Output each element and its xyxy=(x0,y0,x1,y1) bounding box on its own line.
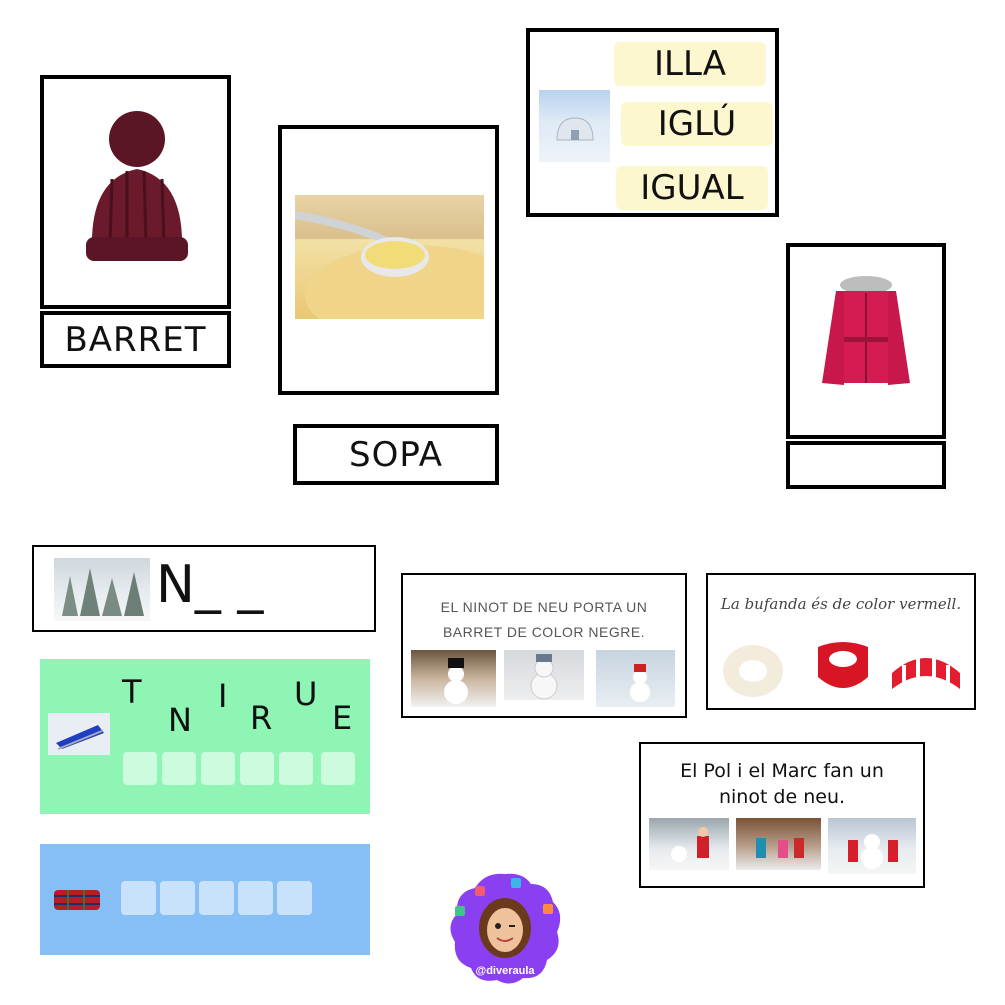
scramble-letter: R xyxy=(250,699,273,737)
red-scarf-image[interactable] xyxy=(808,637,878,701)
hat-picture-card xyxy=(40,75,231,309)
hat-image xyxy=(86,111,188,261)
answer-slot[interactable] xyxy=(277,881,312,915)
word-choice-card: ILLA IGLÚ IGUAL xyxy=(526,28,779,217)
answer-slot[interactable] xyxy=(162,752,196,785)
answer-slot[interactable] xyxy=(240,752,274,785)
igloo-image xyxy=(539,90,610,162)
scarf-sentence: La bufanda és de color vermell. xyxy=(720,595,962,613)
logo-handle: @diveraula xyxy=(475,965,535,977)
jacket-image xyxy=(822,276,910,385)
white-scarf-image[interactable] xyxy=(718,637,788,701)
snowy-forest-image xyxy=(54,558,150,621)
answer-slot[interactable] xyxy=(201,752,235,785)
answer-slot[interactable] xyxy=(121,881,156,915)
jacket-picture-card xyxy=(786,243,946,439)
kids-option-image[interactable] xyxy=(649,818,729,870)
kids-option-image[interactable] xyxy=(828,818,916,874)
blanket-image xyxy=(52,886,102,914)
answer-slot[interactable] xyxy=(160,881,195,915)
diveraula-logo: @diveraula xyxy=(445,870,565,988)
scramble-letter: T xyxy=(122,673,142,711)
avatar-badge-icon xyxy=(450,873,561,984)
answer-slot[interactable] xyxy=(321,752,355,785)
answer-slot[interactable] xyxy=(238,881,273,915)
answer-slot[interactable] xyxy=(123,752,157,785)
scramble-letter: N xyxy=(168,701,192,739)
kids-sentence: El Pol i el Marc fan un ninot de neu. xyxy=(680,760,884,808)
word-option-igual: IGUAL xyxy=(616,166,768,210)
sled-image xyxy=(48,713,110,755)
striped-scarf-image[interactable] xyxy=(888,643,964,699)
soup-word-label: SOPA xyxy=(293,424,499,485)
snowman-option-image[interactable] xyxy=(411,650,496,707)
jacket-word-label xyxy=(786,441,946,489)
soup-image xyxy=(295,195,484,319)
snow-word-blanks: N_ _ xyxy=(156,555,264,615)
scramble-letter: I xyxy=(218,677,228,715)
snowman-sentence: EL NINOT DE NEU PORTA UN BARRET DE COLOR… xyxy=(440,599,648,640)
kids-option-image[interactable] xyxy=(736,818,821,870)
scarf-sentence-card: La bufanda és de color vermell. xyxy=(706,573,976,710)
answer-slot[interactable] xyxy=(199,881,234,915)
snowman-sentence-card: EL NINOT DE NEU PORTA UN BARRET DE COLOR… xyxy=(401,573,687,718)
word-option-iglu: IGLÚ xyxy=(621,102,773,146)
soup-picture-card xyxy=(278,125,499,395)
snowman-option-image[interactable] xyxy=(504,650,584,700)
snow-word-card: N_ _ xyxy=(32,545,376,632)
word-option-illa: ILLA xyxy=(614,42,766,86)
letter-scramble-panel: T N I R U E xyxy=(40,659,370,814)
snowman-option-image[interactable] xyxy=(596,650,675,707)
blanket-word-panel xyxy=(40,844,370,955)
answer-slot[interactable] xyxy=(279,752,313,785)
kids-sentence-card: El Pol i el Marc fan un ninot de neu. xyxy=(639,742,925,888)
scramble-letter: U xyxy=(294,675,318,713)
scramble-letter: E xyxy=(332,699,353,737)
hat-word-label: BARRET xyxy=(40,311,231,368)
